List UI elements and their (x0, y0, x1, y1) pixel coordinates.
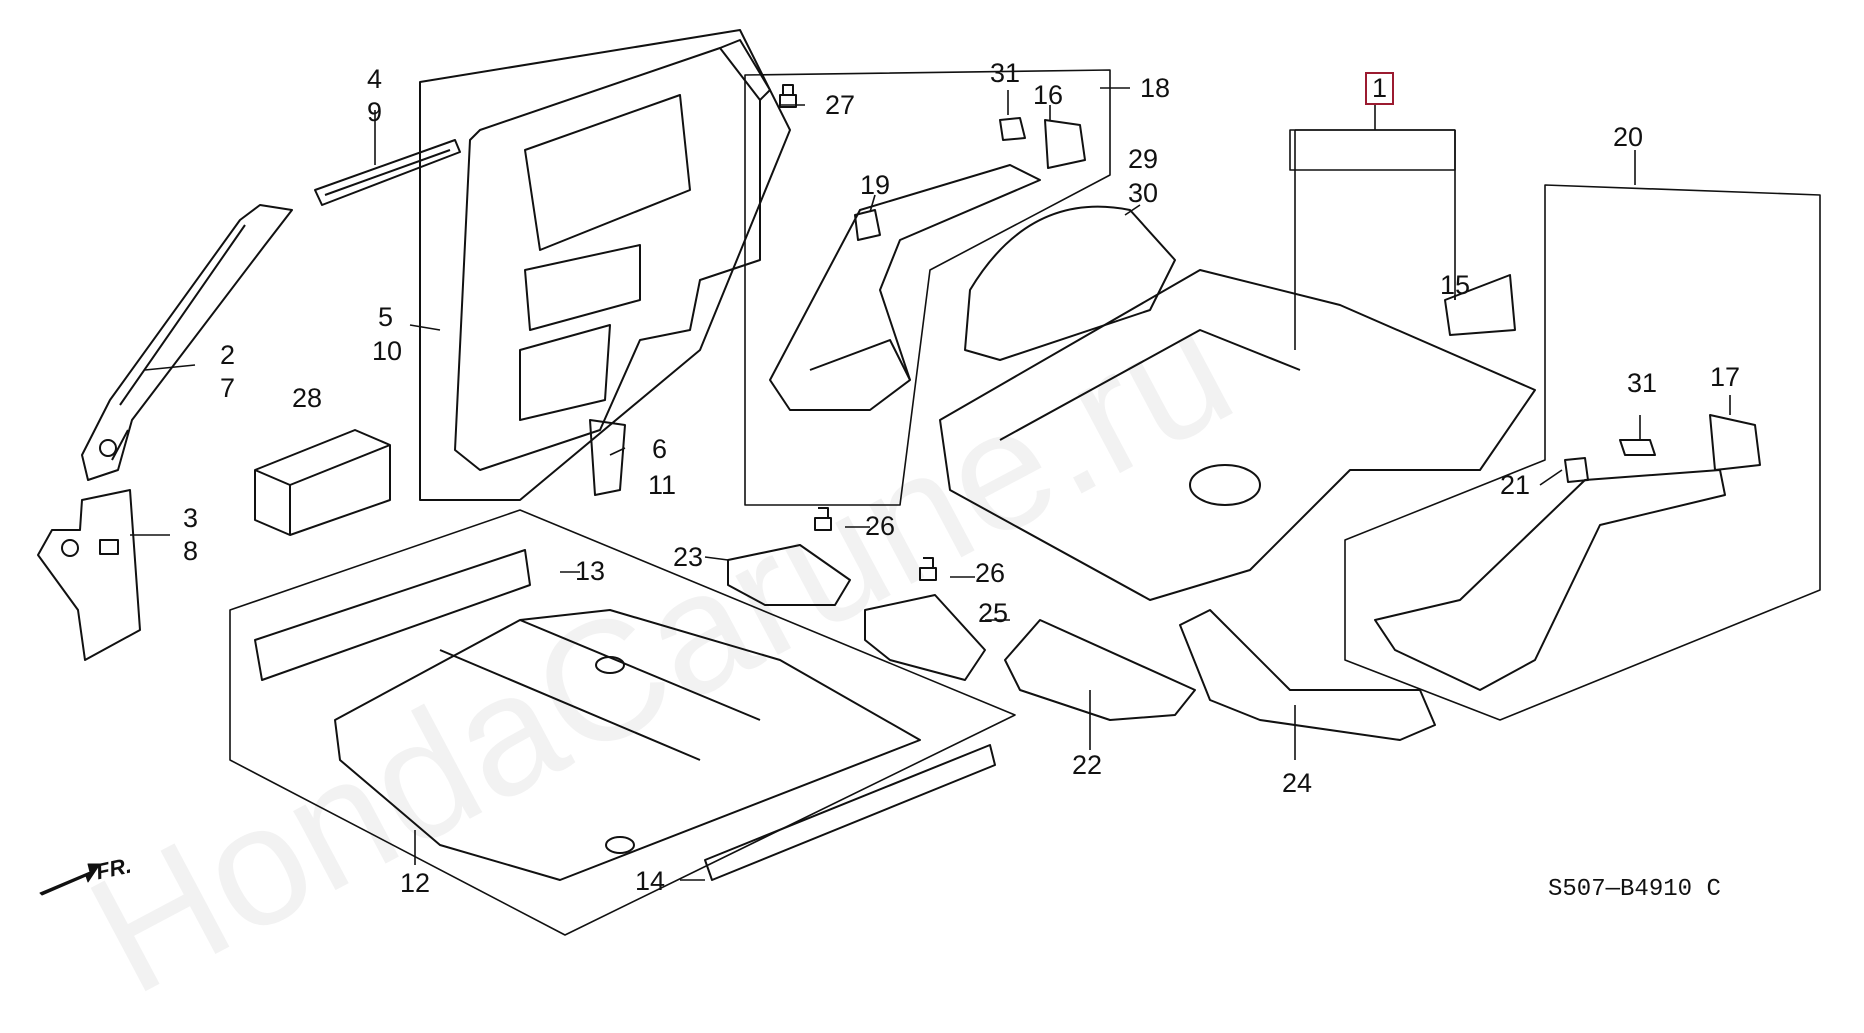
group-outline-side-panel (419, 29, 791, 501)
part-sill-13 (254, 549, 531, 681)
callout-21[interactable]: 21 (1500, 470, 1531, 500)
callout-25[interactable]: 25 (978, 598, 1009, 628)
diagram-code-main: S507—B4910 (1548, 876, 1693, 903)
part-clip-21 (1564, 457, 1589, 483)
callout-5[interactable]: 5 (378, 302, 394, 332)
callout-31b[interactable]: 31 (1627, 368, 1658, 398)
group-outline-frame-right (1344, 184, 1821, 721)
callout-31a[interactable]: 31 (990, 58, 1021, 88)
callout-4[interactable]: 4 (367, 64, 383, 94)
part-clip-19 (854, 209, 881, 241)
callout-17[interactable]: 17 (1710, 362, 1741, 392)
group-outline-rear-frame-left (744, 69, 1111, 506)
callout-19[interactable]: 19 (860, 170, 891, 200)
part-front-floor (334, 609, 921, 881)
part-bolt-26b (919, 557, 937, 581)
part-roof-rail (314, 139, 461, 206)
callout-24[interactable]: 24 (1282, 768, 1313, 798)
part-wheelhouse (964, 205, 1176, 361)
part-bracket-6 (589, 419, 626, 496)
callout-23[interactable]: 23 (673, 542, 704, 572)
part-rear-floor (939, 269, 1536, 601)
leader-lines (130, 87, 1731, 881)
part-crossmember-22 (1004, 619, 1196, 721)
callout-27[interactable]: 27 (825, 90, 856, 120)
callout-30[interactable]: 30 (1128, 178, 1159, 208)
callout-16[interactable]: 16 (1033, 80, 1064, 110)
callout-15[interactable]: 15 (1440, 270, 1471, 300)
callout-3[interactable]: 3 (183, 503, 199, 533)
callout-10[interactable]: 10 (372, 336, 403, 366)
callout-9[interactable]: 9 (367, 97, 383, 127)
callout-2[interactable]: 2 (220, 340, 236, 370)
callout-22[interactable]: 22 (1072, 750, 1103, 780)
diagram-code-suffix: C (1706, 876, 1721, 903)
callout-1[interactable]: 1 (1365, 72, 1395, 105)
callout-14[interactable]: 14 (635, 866, 666, 896)
callout-28[interactable]: 28 (292, 383, 323, 413)
callout-7[interactable]: 7 (220, 373, 236, 403)
callout-12[interactable]: 12 (400, 868, 431, 898)
callout-26b[interactable]: 26 (975, 558, 1006, 588)
part-bolt-26a (814, 507, 832, 531)
part-bracket-17 (1709, 414, 1761, 471)
part-mount-25 (864, 594, 986, 681)
group-outline-rear-floor (1289, 129, 1456, 171)
callout-6[interactable]: 6 (652, 434, 668, 464)
callout-26a[interactable]: 26 (865, 511, 896, 541)
part-bracket-16 (1044, 119, 1086, 169)
part-clip-31b (1619, 439, 1656, 456)
parts-diagram (37, 29, 1821, 936)
callout-8[interactable]: 8 (183, 536, 199, 566)
diagram-code: S507—B4910 C (1548, 876, 1721, 903)
callout-20[interactable]: 20 (1613, 122, 1644, 152)
part-mount-23 (727, 544, 851, 606)
callout-29[interactable]: 29 (1128, 144, 1159, 174)
part-bracket-15 (1444, 274, 1516, 336)
part-lower-pillar (37, 489, 141, 661)
part-crossmember-24 (1179, 609, 1436, 741)
part-sill-14 (704, 744, 996, 881)
group-outline-front-floor (229, 509, 1016, 936)
part-rear-frame-left (769, 164, 1041, 411)
fr-arrow-icon (39, 863, 101, 896)
part-side-panel (454, 39, 771, 471)
part-block-28 (254, 429, 391, 536)
part-a-pillar (81, 204, 293, 481)
callout-13[interactable]: 13 (575, 556, 606, 586)
callout-18[interactable]: 18 (1140, 73, 1171, 103)
part-bolt-27 (779, 84, 797, 108)
callout-11[interactable]: 11 (648, 470, 677, 500)
part-rear-frame-right (1374, 469, 1726, 691)
part-clip-31a (999, 117, 1026, 141)
